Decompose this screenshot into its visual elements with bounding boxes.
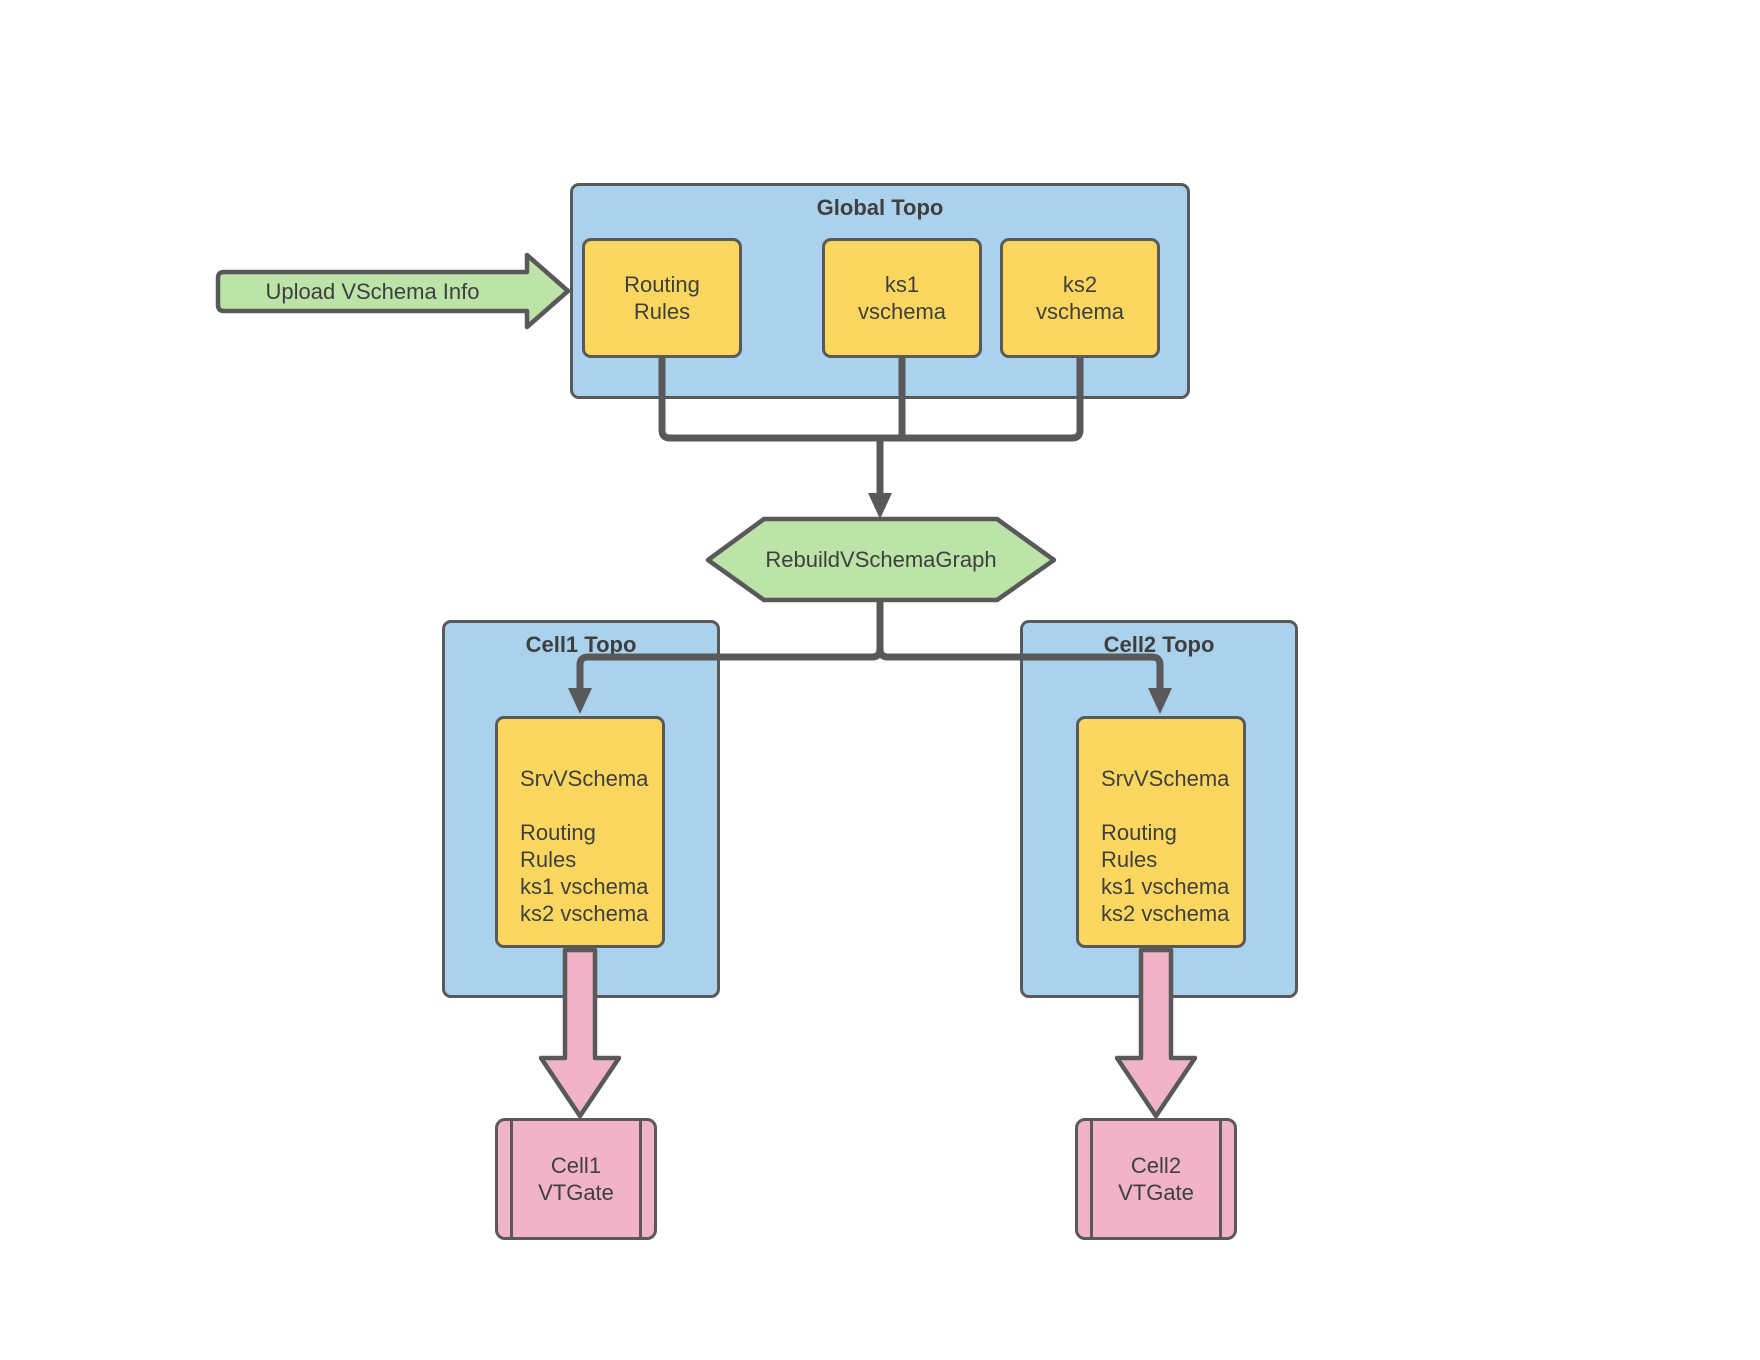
connector-rebuild-to-cell1 xyxy=(576,600,884,690)
connector-rebuild-to-cell2 xyxy=(876,600,1164,690)
node-cell1-srvvschema: SrvVSchema Routing Rules ks1 vschema ks2… xyxy=(495,716,665,948)
node-routing-rules: Routing Rules xyxy=(582,238,742,358)
global-topo-title: Global Topo xyxy=(816,195,944,220)
cell2-vtgate-box: Cell2 VTGate xyxy=(1075,1118,1237,1240)
cell1-vtgate-arrow xyxy=(538,947,622,1119)
cell2-topo-title: Cell2 Topo xyxy=(1103,632,1215,657)
node-ks1-vschema: ks1 vschema xyxy=(822,238,982,358)
arrowhead-into-cell2 xyxy=(1148,688,1172,714)
upload-arrow-shape xyxy=(215,252,571,330)
node-cell2-srvvschema: SrvVSchema Routing Rules ks1 vschema ks2… xyxy=(1076,716,1246,948)
rebuild-step-label: RebuildVSchemaGraph xyxy=(765,547,997,572)
arrowhead-into-rebuild xyxy=(868,493,892,519)
node-ks2-vschema: ks2 vschema xyxy=(1000,238,1160,358)
upload-arrow-label: Upload VSchema Info xyxy=(265,279,480,304)
cell1-topo-title: Cell1 Topo xyxy=(525,632,637,657)
rebuild-hexagon xyxy=(705,516,1057,603)
arrowhead-into-cell1 xyxy=(568,688,592,714)
cell2-vtgate-arrow xyxy=(1114,947,1198,1119)
connector-global-to-rebuild xyxy=(658,358,1084,496)
cell1-vtgate-box: Cell1 VTGate xyxy=(495,1118,657,1240)
